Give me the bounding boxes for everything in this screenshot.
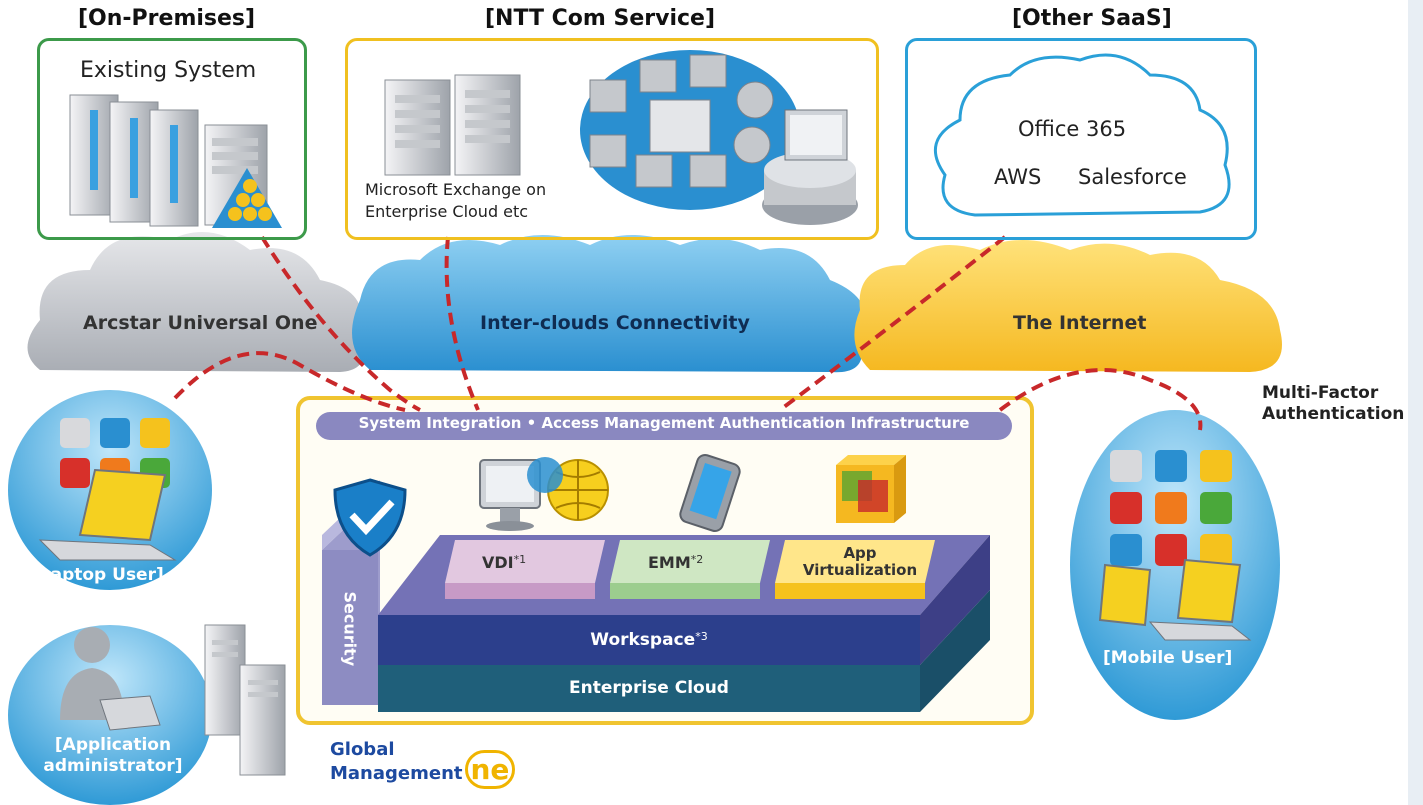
interclouds-cloud (352, 235, 866, 373)
vdi-label: VDI*1 (482, 553, 527, 572)
other-saas-box (905, 38, 1257, 240)
workspace-label: Workspace*3 (590, 630, 708, 650)
on-premises-box (37, 38, 307, 240)
aws-label: AWS (994, 165, 1042, 189)
header-on-premises: [On-Premises] (78, 6, 256, 31)
app-tiles-icon (60, 418, 170, 488)
exchange-label-1: Microsoft Exchange on (365, 180, 547, 199)
security-pillar (322, 550, 378, 705)
workspace-layer (378, 615, 920, 665)
header-other-saas: [Other SaaS] (1012, 6, 1172, 31)
server-rack-icon (69, 94, 282, 228)
laptop-user-label: [Laptop User] (32, 565, 164, 585)
saas-cloud (934, 53, 1231, 217)
enterprise-cloud-label: Enterprise Cloud (569, 678, 729, 698)
network-cloud-icon (580, 50, 800, 210)
office365-label: Office 365 (1018, 117, 1127, 141)
appvirt-tile (775, 583, 925, 599)
exchange-server-icon (384, 74, 521, 176)
emm-label: EMM*2 (648, 553, 704, 572)
header-ntt-service: [NTT Com Service] (485, 6, 716, 31)
exchange-label-2: Enterprise Cloud etc (365, 202, 529, 221)
internet-label: The Internet (1013, 312, 1147, 334)
admin-person-icon (60, 627, 161, 731)
arcstar-label: Arcstar Universal One (83, 312, 318, 334)
admin-server-icon (204, 624, 286, 776)
smartphone-icon (679, 453, 741, 533)
mobile-app-tiles-icon (1110, 450, 1232, 566)
salesforce-label: Salesforce (1078, 165, 1187, 189)
interclouds-label: Inter-clouds Connectivity (480, 312, 750, 334)
shield-icon (333, 478, 407, 557)
vdi-tile (445, 583, 595, 599)
laptop-icon (38, 468, 177, 561)
ntt-service-box (345, 38, 879, 240)
emm-tile (610, 583, 760, 599)
sia-banner-label: System Integration • Access Management A… (358, 414, 970, 432)
terminal-icon (762, 109, 858, 225)
connection-lines (173, 235, 1203, 431)
enterprise-cloud-layer (378, 665, 920, 712)
mobile-user-label: [Mobile User] (1103, 648, 1233, 668)
security-label: Security (340, 591, 360, 667)
existing-system-label: Existing System (80, 58, 257, 83)
arcstar-cloud (27, 232, 365, 372)
right-edge-strip (1408, 0, 1423, 805)
mfa-label: Multi-Factor Authentication (1262, 383, 1405, 424)
admin-label: [Application administrator] (43, 735, 183, 776)
desktop-globe-icon (479, 457, 609, 531)
internet-cloud (854, 240, 1282, 372)
tablet-laptop-icon (1098, 558, 1252, 641)
appvirt-label: App Virtualization (802, 544, 918, 579)
sia-banner (316, 412, 1012, 440)
app-cube-icon (836, 455, 906, 523)
